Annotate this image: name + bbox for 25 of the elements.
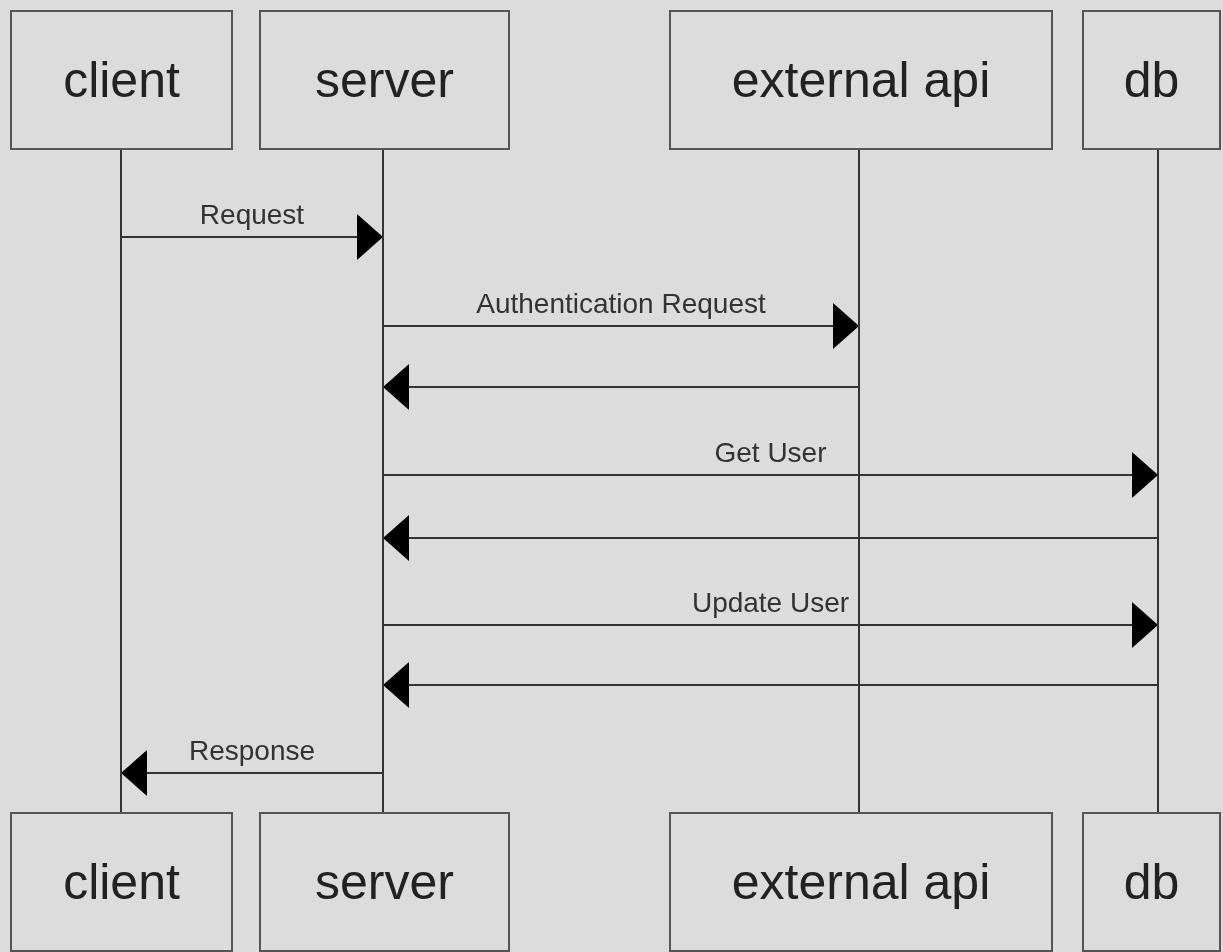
message-arrow bbox=[382, 364, 860, 410]
message-arrow bbox=[382, 452, 1159, 498]
message-arrow bbox=[120, 214, 384, 260]
message-arrow bbox=[382, 662, 1159, 708]
lifeline bbox=[120, 150, 122, 812]
message-arrow bbox=[382, 515, 1159, 561]
lifeline bbox=[858, 150, 860, 812]
message-arrow bbox=[120, 750, 384, 796]
participant-box: db bbox=[1082, 10, 1221, 150]
lifeline bbox=[382, 150, 384, 812]
message-label: Get User bbox=[714, 438, 827, 469]
message-label: Response bbox=[188, 736, 316, 767]
lifeline bbox=[1157, 150, 1159, 812]
participant-box: external api bbox=[669, 812, 1053, 952]
message-label: Update User bbox=[691, 588, 850, 619]
participant-box: client bbox=[10, 812, 233, 952]
message-arrow bbox=[382, 602, 1159, 648]
message-arrow bbox=[382, 303, 860, 349]
participant-box: db bbox=[1082, 812, 1221, 952]
message-label: Request bbox=[199, 200, 305, 231]
participant-box: client bbox=[10, 10, 233, 150]
participant-box: server bbox=[259, 10, 510, 150]
participant-box: external api bbox=[669, 10, 1053, 150]
message-label: Authentication Request bbox=[476, 289, 766, 320]
participant-box: server bbox=[259, 812, 510, 952]
